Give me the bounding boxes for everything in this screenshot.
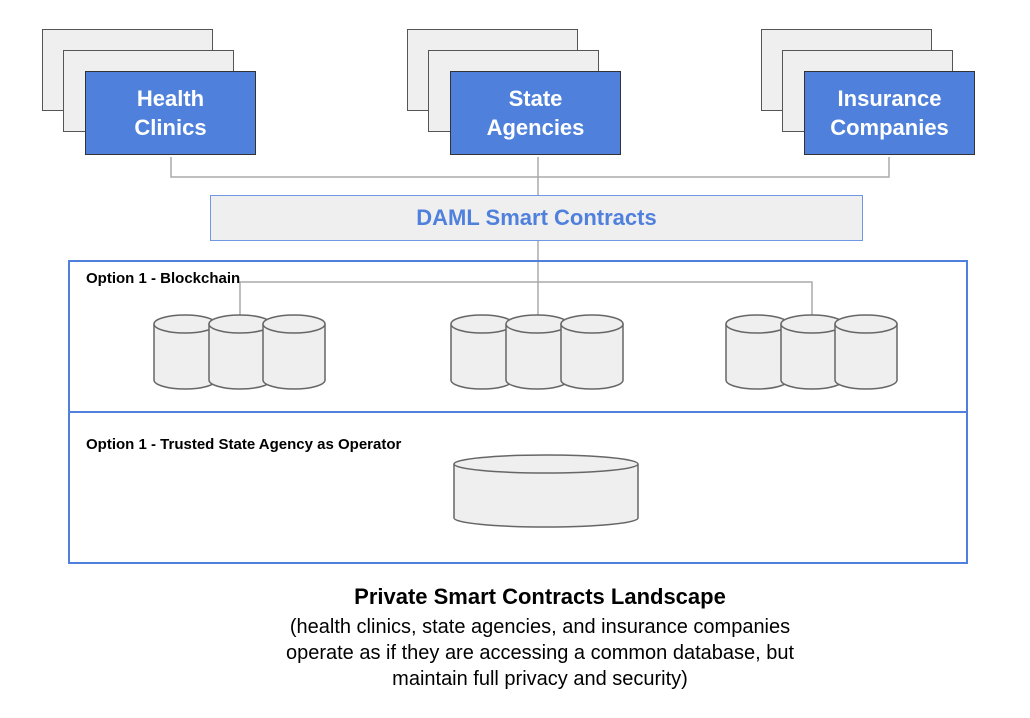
- connector-node-right: [538, 281, 813, 320]
- caption-line: maintain full privacy and security): [392, 668, 688, 690]
- party-health-clinics: Health Clinics: [42, 29, 256, 155]
- caption-line: (health clinics, state agencies, and ins…: [289, 616, 791, 638]
- caption-line: operate as if they are accessing a commo…: [285, 642, 795, 664]
- option-trusted-agency-panel: Option 1 - Trusted State Agency as Opera…: [68, 411, 968, 564]
- daml-smart-contracts-bar: DAML Smart Contracts: [210, 195, 863, 241]
- option-blockchain-panel: Option 1 - Blockchain: [68, 260, 968, 413]
- party-label-line1: Insurance: [837, 86, 942, 111]
- caption-title: Private Smart Contracts Landscape: [354, 584, 726, 609]
- party-label-line2: Agencies: [486, 115, 585, 140]
- database-icon: [153, 314, 217, 390]
- party-label-line2: Clinics: [134, 115, 207, 140]
- health-clinics-box: Health Clinics: [85, 71, 256, 155]
- state-agencies-box: State Agencies: [450, 71, 621, 155]
- database-icon: [834, 314, 898, 390]
- database-icon: [450, 314, 514, 390]
- shared-database-icon: [453, 454, 639, 528]
- party-label-line2: Companies: [830, 115, 949, 140]
- caption-subtitle: (health clinics, state agencies, and ins…: [160, 614, 920, 692]
- party-label-line1: State: [508, 86, 563, 111]
- connector-health-clinics: [170, 157, 538, 178]
- database-icon: [560, 314, 624, 390]
- database-icon: [208, 314, 272, 390]
- connector-insurance: [538, 157, 890, 178]
- database-icon: [262, 314, 326, 390]
- party-state-agencies: State Agencies: [407, 29, 621, 155]
- database-cylinders: [153, 314, 898, 528]
- option-trusted-agency-label: Option 1 - Trusted State Agency as Opera…: [86, 436, 402, 453]
- connector-node-left: [239, 281, 538, 320]
- caption: Private Smart Contracts Landscape (healt…: [160, 582, 920, 692]
- database-icon: [505, 314, 569, 390]
- option-blockchain-label: Option 1 - Blockchain: [86, 270, 241, 287]
- insurance-companies-box: Insurance Companies: [804, 71, 975, 155]
- party-insurance-companies: Insurance Companies: [761, 29, 975, 155]
- party-label-line1: Health: [136, 86, 205, 111]
